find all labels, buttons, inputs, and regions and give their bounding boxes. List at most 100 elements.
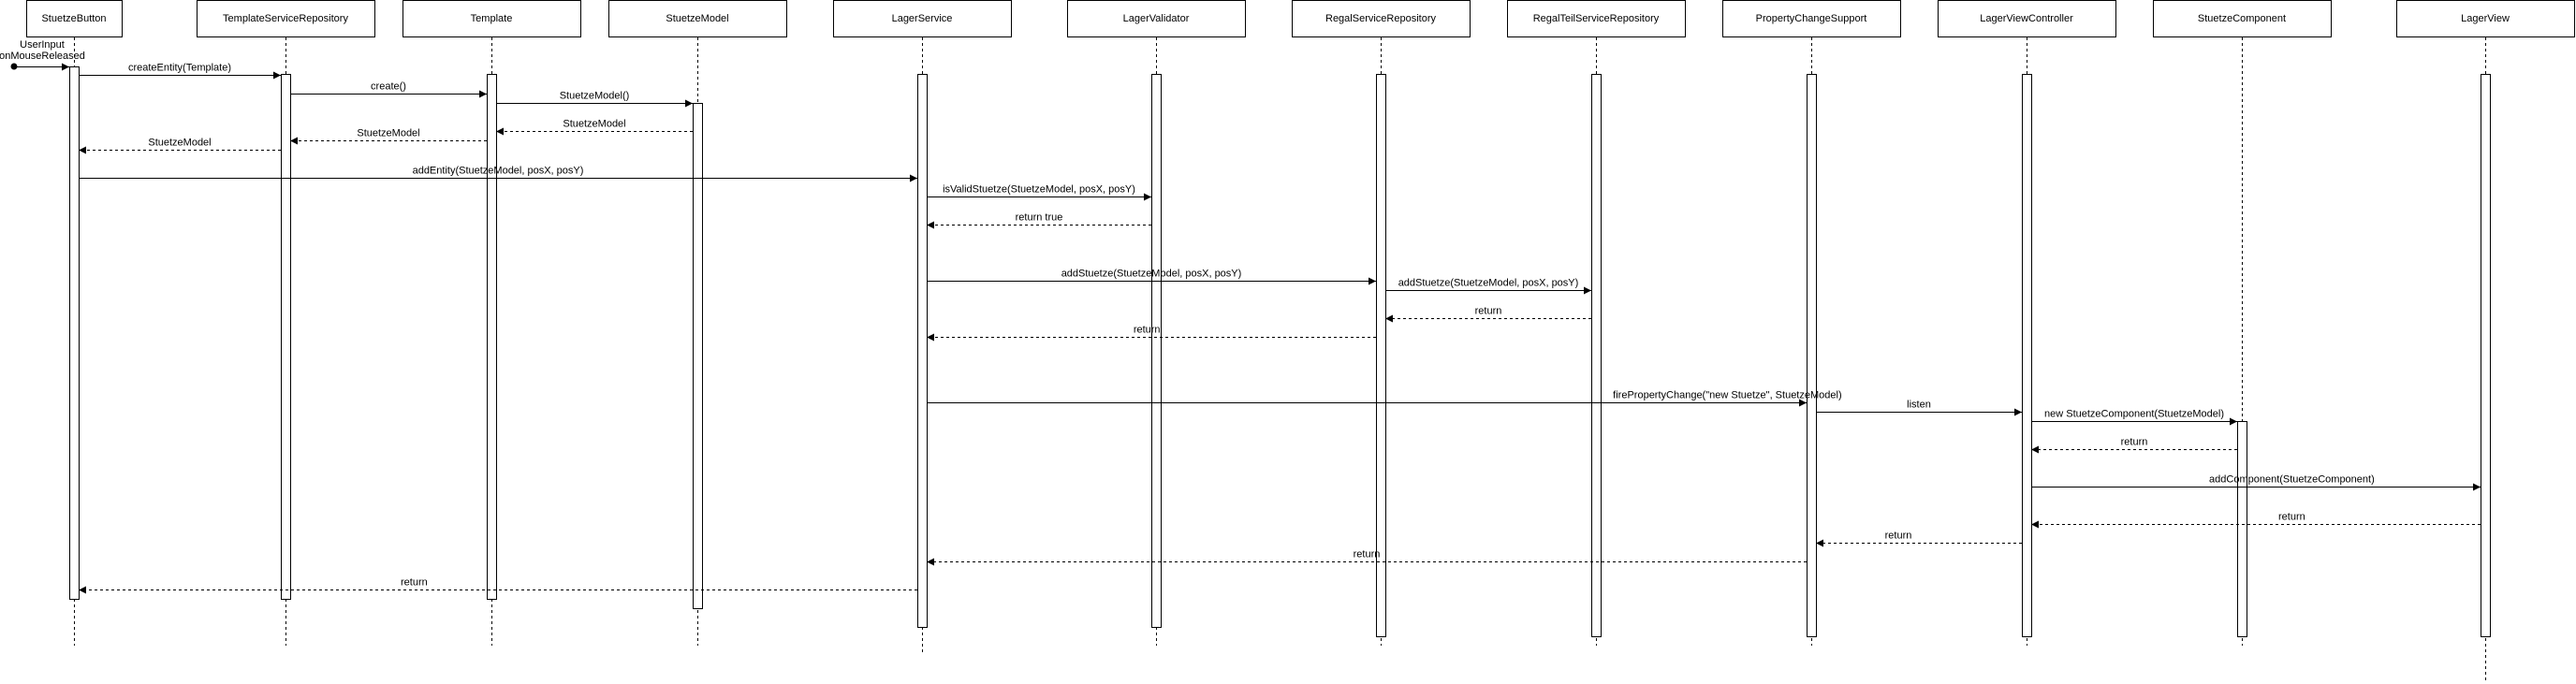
message-label: return: [2121, 437, 2148, 448]
message-label: StuetzeModel: [563, 119, 625, 130]
message-15: listen: [1816, 400, 2022, 416]
message-label: UserInput: [20, 39, 65, 51]
participant-label: StuetzeButton: [41, 13, 106, 24]
message-4: StuetzeModel: [496, 119, 693, 136]
message-9: return true: [927, 212, 1151, 229]
arrow-head: [927, 333, 934, 342]
message-label: return: [1354, 549, 1381, 560]
message-label: new StuetzeComponent(StuetzeModel): [2044, 409, 2224, 420]
arrow-head: [479, 90, 487, 98]
message-20: return: [1816, 531, 2022, 547]
message-1: createEntity(Template): [79, 63, 281, 80]
participant-label: LagerView: [2461, 13, 2510, 24]
activation-bar: [281, 74, 291, 600]
message-label: onMouseReleased: [0, 51, 85, 62]
activation-bar: [487, 74, 497, 600]
activation-bar: [693, 103, 703, 609]
participant-regalteilservicerepository: RegalTeilServiceRepository: [1507, 0, 1686, 646]
participant-label: StuetzeModel: [666, 13, 728, 24]
message-label: return: [1885, 531, 1912, 542]
arrow-head: [273, 71, 281, 80]
arrow-head: [910, 174, 917, 182]
participant-templateservicerepository: TemplateServiceRepository: [197, 0, 375, 646]
arrow-head: [2031, 445, 2039, 454]
participant-box: [1292, 0, 1471, 37]
message-7: addEntity(StuetzeModel, posX, posY): [79, 166, 917, 182]
message-label: StuetzeModel: [148, 138, 211, 149]
participant-box: [2153, 0, 2332, 37]
message-12: return: [1385, 306, 1591, 323]
arrow-head: [496, 127, 504, 136]
participant-lagervalidator: LagerValidator: [1067, 0, 1246, 646]
participant-box: [1067, 0, 1246, 37]
message-label: createEntity(Template): [128, 63, 231, 74]
message-8: isValidStuetze(StuetzeModel, posX, posY): [927, 184, 1151, 201]
activation-bar: [1807, 74, 1817, 637]
message-18: addComponent(StuetzeComponent): [2031, 474, 2481, 491]
participant-regalservicerepository: RegalServiceRepository: [1292, 0, 1471, 646]
participant-stuetzemodel: StuetzeModel: [608, 0, 787, 646]
participant-lagerservice: LagerService: [833, 0, 1012, 655]
participant-label: LagerValidator: [1123, 13, 1190, 24]
activation-bar: [2022, 74, 2032, 637]
activation-bar: [1591, 74, 1602, 637]
message-label: return: [1134, 325, 1161, 336]
participant-label: RegalTeilServiceRepository: [1533, 13, 1660, 24]
arrow-head: [1368, 277, 1376, 285]
message-14: firePropertyChange("new Stuetze", Stuetz…: [927, 390, 1842, 407]
message-5: StuetzeModel: [290, 128, 487, 145]
participant-box: [2396, 0, 2575, 37]
message-13: return: [927, 325, 1376, 342]
message-21: return: [927, 549, 1807, 566]
message-label: addStuetze(StuetzeModel, posX, posY): [1061, 269, 1242, 280]
participant-lagerview: LagerView: [2396, 0, 2575, 683]
arrow-head: [1385, 314, 1393, 323]
message-label: return: [401, 577, 428, 589]
arrow-head: [1816, 539, 1823, 547]
participant-box: [26, 0, 123, 37]
participant-box: [608, 0, 787, 37]
message-label: create(): [371, 81, 406, 93]
participant-label: TemplateServiceRepository: [223, 13, 348, 24]
message-11: addStuetze(StuetzeModel, posX, posY): [1385, 278, 1591, 295]
arrow-head: [927, 221, 934, 229]
participant-box: [1938, 0, 2116, 37]
message-label: return: [1475, 306, 1502, 317]
message-22: return: [79, 577, 917, 594]
message-2: create(): [290, 81, 487, 98]
participant-propertychangesupport: PropertyChangeSupport: [1722, 0, 1901, 646]
participant-box: [197, 0, 375, 37]
participant-box: [1507, 0, 1686, 37]
arrow-head: [79, 586, 86, 594]
message-label: addComponent(StuetzeComponent): [2209, 474, 2375, 486]
arrow-head: [2473, 483, 2481, 491]
message-label: return true: [1016, 212, 1063, 224]
message-label: listen: [1907, 400, 1931, 411]
participant-box: [402, 0, 581, 37]
activation-bar: [69, 66, 80, 600]
participant-label: LagerViewController: [1980, 13, 2073, 24]
participant-label: LagerService: [892, 13, 953, 24]
message-label: isValidStuetze(StuetzeModel, posX, posY): [943, 184, 1135, 196]
arrow-head: [1144, 193, 1151, 201]
arrow-head: [2031, 520, 2039, 529]
activation-bar: [1376, 74, 1386, 637]
message-16: new StuetzeComponent(StuetzeModel): [2031, 409, 2237, 426]
message-label: addStuetze(StuetzeModel, posX, posY): [1398, 278, 1579, 289]
participant-label: PropertyChangeSupport: [1756, 13, 1867, 24]
arrow-head: [290, 137, 298, 145]
message-10: addStuetze(StuetzeModel, posX, posY): [927, 269, 1376, 285]
participant-stuetzecomponent: StuetzeComponent: [2153, 0, 2332, 646]
message-label: StuetzeModel(): [560, 91, 630, 102]
activation-bar: [2237, 421, 2247, 637]
message-6: StuetzeModel: [79, 138, 281, 154]
message-19: return: [2031, 512, 2481, 529]
arrow-head: [62, 63, 69, 71]
participant-box: [833, 0, 1012, 37]
arrow-head: [685, 99, 693, 108]
arrow-head: [1584, 286, 1591, 295]
participant-label: RegalServiceRepository: [1325, 13, 1436, 24]
participant-lagerviewcontroller: LagerViewController: [1938, 0, 2116, 646]
